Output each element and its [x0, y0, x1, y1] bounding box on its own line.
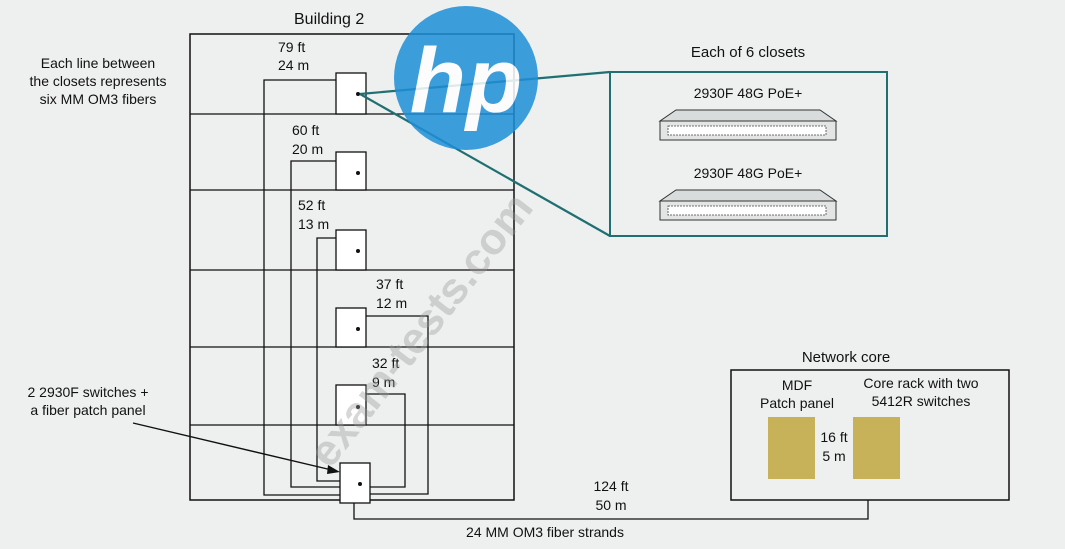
uplink-caption: 24 MM OM3 fiber strands	[466, 524, 624, 540]
uplink-fiber-line	[353, 500, 869, 520]
bottom-closet-note-line: a fiber patch panel	[30, 402, 145, 418]
core-rack-label-line: Core rack with two	[863, 375, 978, 391]
switch-model-label: 2930F 48G PoE+	[694, 85, 803, 101]
closet-dot	[356, 249, 360, 253]
core-link-m: 5 m	[822, 448, 845, 464]
uplink-m: 50 m	[595, 497, 626, 513]
switch-device	[658, 109, 838, 141]
distance-ft: 52 ft	[298, 197, 325, 213]
hp-logo-circle	[394, 6, 538, 150]
building-title: Building 2	[294, 11, 364, 28]
switch-ports	[667, 205, 827, 216]
core-rack	[853, 417, 900, 479]
closet-dot	[356, 405, 360, 409]
distance-m: 24 m	[278, 57, 309, 73]
switch-top	[658, 189, 838, 202]
distance-ft: 60 ft	[292, 122, 319, 138]
distance-ft: 79 ft	[278, 39, 305, 55]
closet-floor-2	[335, 384, 367, 426]
core-rack-label-line: 5412R switches	[872, 393, 971, 409]
closet-dot	[358, 482, 362, 486]
closet-dot	[356, 327, 360, 331]
distance-m: 13 m	[298, 216, 329, 232]
closet-pointer-arrowhead	[327, 465, 340, 474]
fiber-run-32ft	[366, 393, 406, 488]
core-link-ft: 16 ft	[820, 429, 847, 445]
closet-floor-1	[339, 462, 371, 504]
switch-ports	[667, 125, 827, 136]
closet-floor-3	[335, 307, 367, 348]
callout-line	[359, 93, 611, 237]
fiber-run-60ft	[290, 160, 340, 488]
hp-logo-text: hp	[410, 30, 522, 132]
hp-logo-watermark: hp	[394, 6, 538, 150]
switch-device	[658, 189, 838, 221]
switch-model-label: 2930F 48G PoE+	[694, 165, 803, 181]
building-note-line: the closets represents	[30, 73, 167, 89]
closet-floor-5	[335, 151, 367, 191]
closet-pointer-line	[132, 422, 337, 472]
uplink-ft: 124 ft	[593, 478, 628, 494]
closets-panel-title: Each of 6 closets	[691, 44, 805, 61]
closet-floor-4	[335, 229, 367, 271]
distance-m: 12 m	[376, 295, 407, 311]
mdf-label-line: Patch panel	[760, 395, 834, 411]
fiber-run-52ft	[316, 237, 340, 482]
closet-dot	[356, 92, 360, 96]
fiber-run-79ft	[263, 79, 340, 496]
distance-m: 9 m	[372, 374, 395, 390]
distance-ft: 32 ft	[372, 355, 399, 371]
network-core-box	[730, 369, 1010, 501]
distance-ft: 37 ft	[376, 276, 403, 292]
closet-dot	[356, 171, 360, 175]
mdf-patch-panel-rack	[768, 417, 815, 479]
building-note-line: six MM OM3 fibers	[40, 91, 157, 107]
bottom-closet-note-line: 2 2930F switches +	[27, 384, 148, 400]
building-note-line: Each line between	[41, 55, 155, 71]
distance-m: 20 m	[292, 141, 323, 157]
fiber-run-37ft	[366, 315, 429, 495]
network-core-title: Network core	[802, 349, 890, 366]
switch-top	[658, 109, 838, 122]
mdf-label-line: MDF	[782, 377, 812, 393]
